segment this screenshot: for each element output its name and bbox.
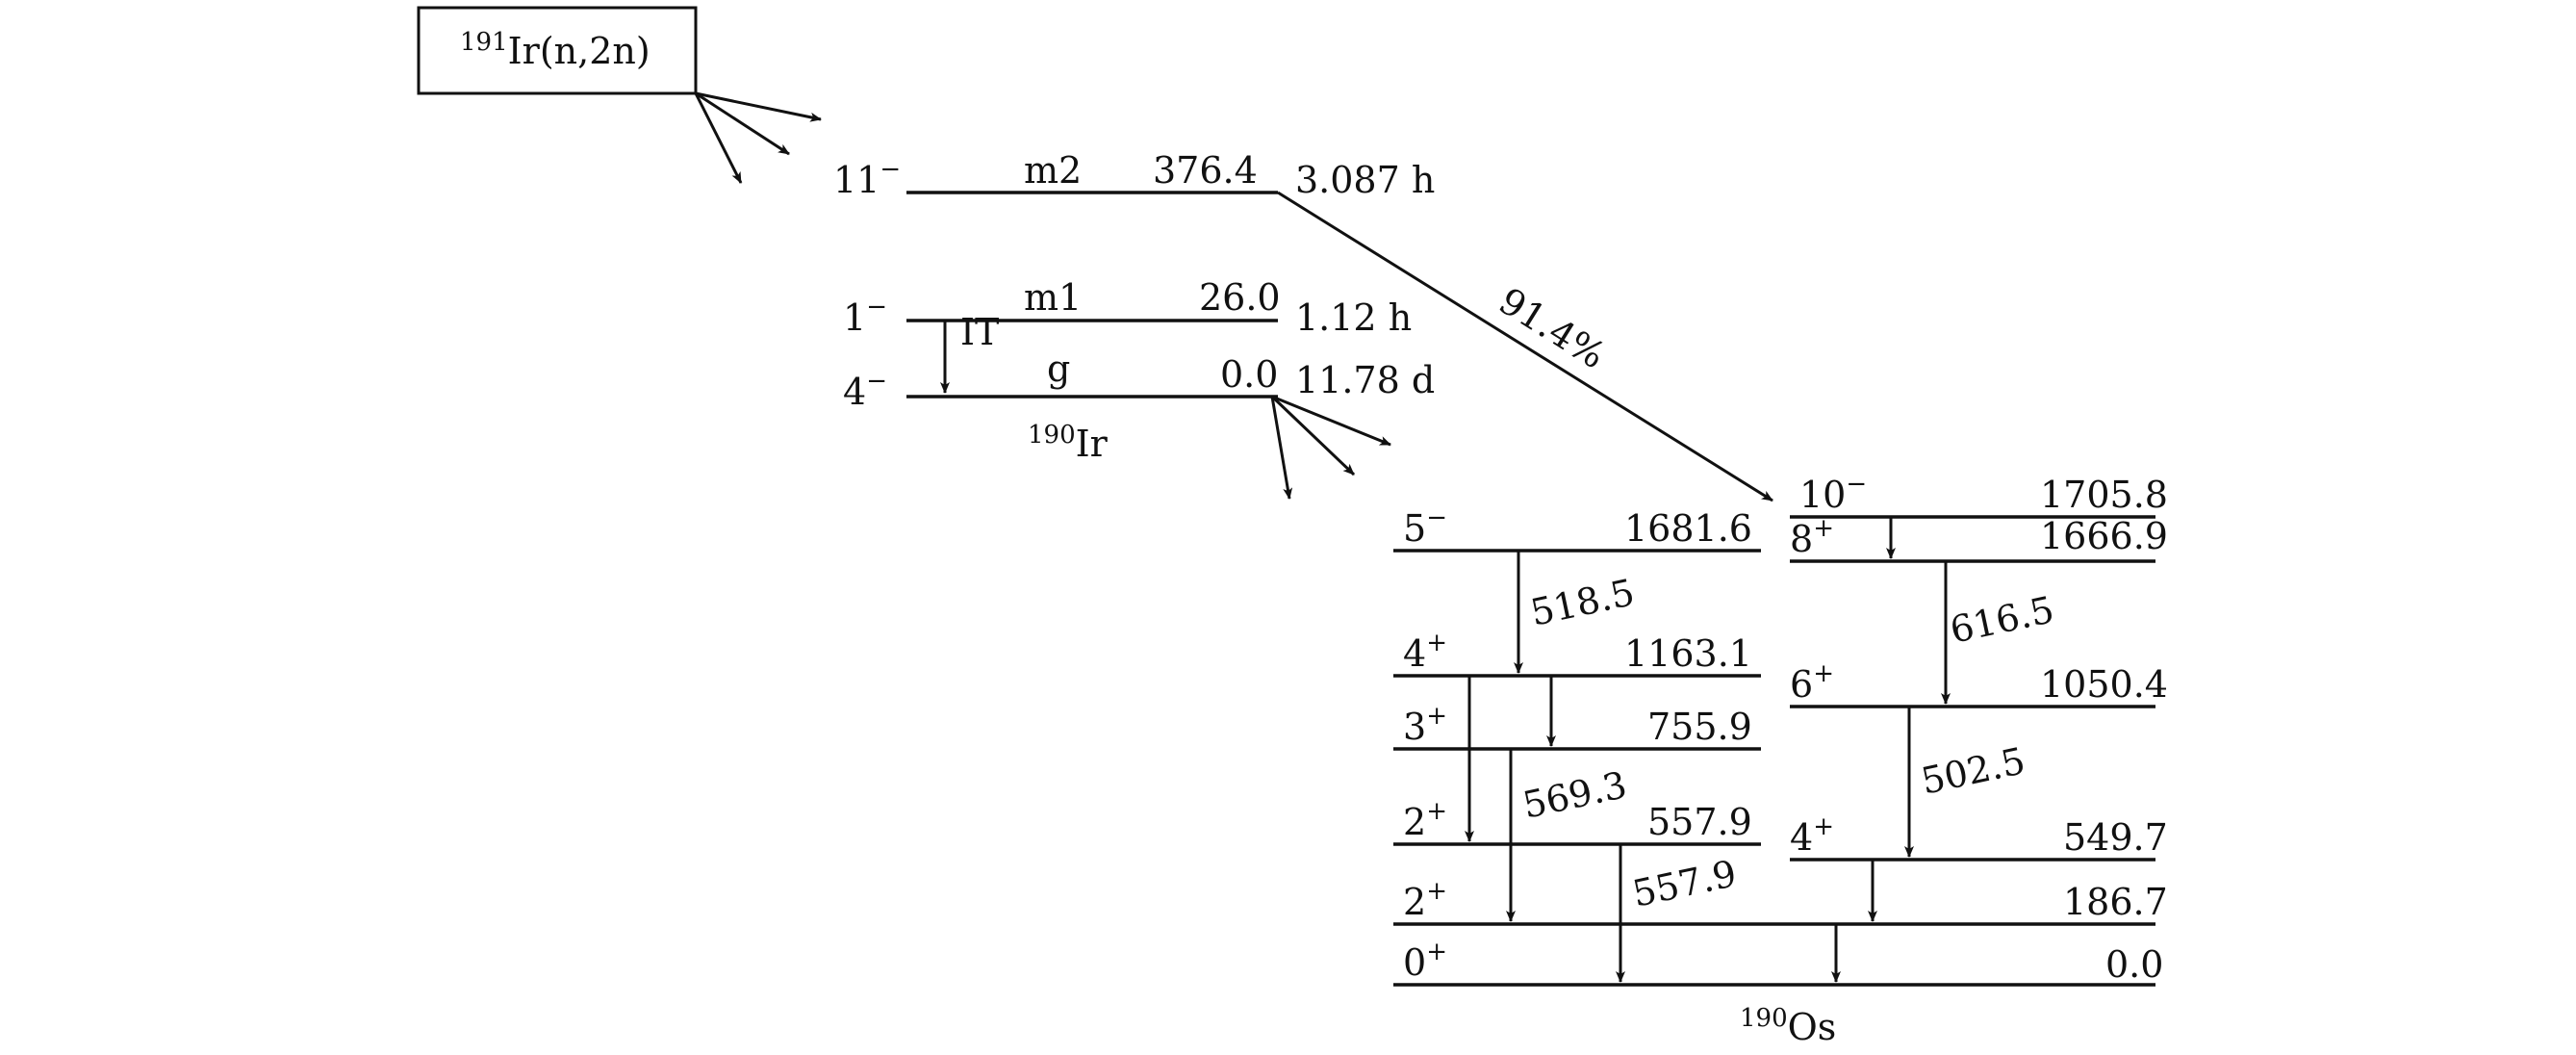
m2-decay-arrow — [1277, 191, 1773, 502]
svg-text:191Ir(n,2n): 191Ir(n,2n) — [460, 28, 650, 72]
ir-level-m1: 1− m1 26.0 1.12 h — [843, 276, 1412, 339]
gamma-569-label: 569.3 — [1519, 763, 1631, 827]
os-level-5: 5− 1681.6 — [1393, 503, 1761, 553]
ir-m1-halflife: 1.12 h — [1295, 296, 1412, 339]
ir-decay-arrow-3 — [1270, 396, 1293, 500]
os-level-0: 0+ 0.0 — [1393, 938, 2163, 987]
ir-decay-arrow-2 — [1270, 395, 1356, 476]
ir-m2-energy: 376.4 — [1153, 149, 1258, 192]
os-level-3: 3+ 755.9 — [1393, 702, 1761, 751]
reaction-text: Ir(n,2n) — [508, 30, 650, 72]
ir-g-name: g — [1047, 347, 1070, 390]
os-level-2b: 2+ 186.7 — [1393, 877, 2168, 926]
ir-level-g: 4− g 0.0 11.78 d — [843, 347, 1435, 413]
ir-m2-name: m2 — [1024, 149, 1082, 192]
svg-text:1681.6: 1681.6 — [1624, 507, 1752, 550]
ir-nuclide-label: 190Ir — [1028, 421, 1109, 465]
svg-text:2+: 2+ — [1403, 797, 1447, 843]
svg-text:2+: 2+ — [1403, 877, 1447, 923]
svg-text:8+: 8+ — [1790, 514, 1834, 560]
os-level-8: 8+ 1666.9 — [1790, 514, 2168, 563]
os-level-2a: 2+ 557.9 — [1393, 797, 1761, 846]
svg-text:1163.1: 1163.1 — [1624, 632, 1752, 675]
svg-text:1666.9: 1666.9 — [2040, 515, 2168, 557]
svg-text:557.9: 557.9 — [1647, 801, 1752, 843]
ir-g-spin: 4− — [843, 367, 887, 413]
ir-m2-spin: 11− — [833, 155, 901, 201]
gamma-616-label: 616.5 — [1947, 588, 2058, 652]
reaction-mass: 191 — [460, 28, 508, 57]
ir-ground-decay-arrows — [1270, 395, 1391, 500]
svg-text:186.7: 186.7 — [2063, 881, 2168, 923]
svg-text:549.7: 549.7 — [2063, 816, 2168, 859]
svg-text:4+: 4+ — [1403, 629, 1447, 675]
svg-text:3+: 3+ — [1403, 702, 1447, 748]
reaction-arrow-2 — [695, 91, 790, 156]
ir-g-halflife: 11.78 d — [1295, 359, 1435, 401]
ir-decay-arrow-1 — [1271, 395, 1391, 447]
os-level-10: 10− 1705.8 — [1790, 470, 2168, 519]
gamma-557-label: 557.9 — [1629, 852, 1741, 915]
svg-text:1705.8: 1705.8 — [2040, 474, 2168, 516]
os-level-4a: 4+ 1163.1 — [1393, 629, 1761, 678]
svg-text:6+: 6+ — [1790, 659, 1834, 706]
os-level-6: 6+ 1050.4 — [1790, 659, 2168, 708]
ir-m1-spin: 1− — [843, 293, 887, 339]
svg-text:0.0: 0.0 — [2105, 943, 2163, 986]
ir-level-m2: 11− m2 376.4 3.087 h — [833, 149, 1435, 201]
os-level-4b: 4+ 549.7 — [1790, 812, 2168, 862]
ir-m1-energy: 26.0 — [1199, 276, 1281, 319]
os-nuclide-label: 190Os — [1740, 1004, 1836, 1048]
svg-text:4+: 4+ — [1790, 812, 1834, 859]
ir-m2-halflife: 3.087 h — [1295, 159, 1435, 201]
reaction-arrow-1 — [695, 91, 822, 122]
ir-m1-name: m1 — [1024, 276, 1082, 319]
reaction-arrow-3 — [694, 92, 743, 184]
reaction-arrows — [694, 91, 822, 184]
svg-text:5−: 5− — [1403, 503, 1447, 550]
svg-text:755.9: 755.9 — [1647, 706, 1752, 748]
gamma-518-label: 518.5 — [1527, 571, 1639, 634]
gamma-502-label: 502.5 — [1918, 739, 2029, 803]
svg-text:0+: 0+ — [1403, 938, 1447, 984]
svg-text:10−: 10− — [1799, 470, 1867, 516]
ir-g-energy: 0.0 — [1220, 353, 1278, 396]
svg-text:1050.4: 1050.4 — [2040, 663, 2168, 706]
reaction-box: 191Ir(n,2n) — [417, 6, 698, 95]
it-label: IT — [960, 311, 999, 353]
gamma-transitions — [1465, 517, 1951, 983]
